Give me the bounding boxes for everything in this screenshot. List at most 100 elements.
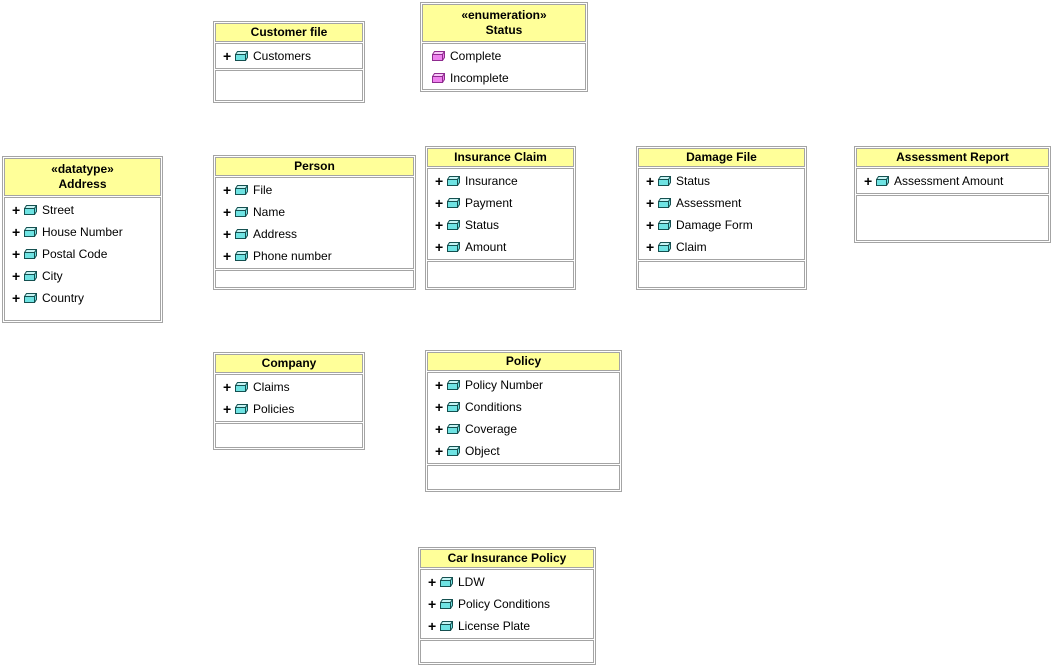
public-visibility-marker: + <box>646 195 655 211</box>
attribute-row[interactable]: + Address <box>223 223 409 245</box>
class-header[interactable]: Policy <box>427 352 620 371</box>
class-header[interactable]: Company <box>215 354 363 373</box>
operations-compartment[interactable] <box>215 423 363 448</box>
attribute-icon <box>235 51 248 61</box>
attribute-row[interactable]: + License Plate <box>428 615 589 637</box>
attribute-icon <box>235 185 248 195</box>
attribute-row[interactable]: + Coverage <box>435 418 615 440</box>
operations-compartment[interactable] <box>420 640 594 663</box>
uml-class-damage-file[interactable]: Damage File + Status + Assessment + Dama… <box>636 146 807 290</box>
attributes-compartment[interactable]: + Street + House Number + Postal Code + … <box>4 197 161 321</box>
class-name: Policy <box>505 354 542 368</box>
attributes-compartment[interactable]: + File + Name + Address + Phone number <box>215 177 414 269</box>
attribute-label: Insurance <box>465 173 518 188</box>
attribute-row[interactable]: + Name <box>223 201 409 223</box>
attribute-row[interactable]: + File <box>223 179 409 201</box>
attribute-row[interactable]: + Amount <box>435 236 569 258</box>
attribute-icon <box>24 271 37 281</box>
attributes-compartment[interactable]: + LDW + Policy Conditions + License Plat… <box>420 569 594 639</box>
attribute-row[interactable]: + Status <box>646 170 800 192</box>
uml-class-insurance-claim[interactable]: Insurance Claim + Insurance + Payment + … <box>425 146 576 290</box>
uml-class-policy[interactable]: Policy + Policy Number + Conditions + Co… <box>425 350 622 492</box>
attribute-icon <box>24 205 37 215</box>
uml-class-assessment-report[interactable]: Assessment Report + Assessment Amount <box>854 146 1051 243</box>
uml-class-address[interactable]: «datatype» Address + Street + House Numb… <box>2 156 163 323</box>
uml-class-customer-file[interactable]: Customer file + Customers <box>213 21 365 103</box>
attribute-row[interactable]: + Street <box>12 199 156 221</box>
attribute-row[interactable]: + LDW <box>428 571 589 593</box>
attribute-row[interactable]: + Object <box>435 440 615 462</box>
enum-literal-label: Complete <box>450 48 502 63</box>
attribute-label: Claim <box>676 239 707 254</box>
attribute-icon <box>447 380 460 390</box>
public-visibility-marker: + <box>223 204 232 220</box>
attribute-icon <box>235 207 248 217</box>
class-header[interactable]: Insurance Claim <box>427 148 574 167</box>
class-header[interactable]: Damage File <box>638 148 805 167</box>
attribute-row[interactable]: + Payment <box>435 192 569 214</box>
class-header[interactable]: Person <box>215 157 414 176</box>
uml-class-status[interactable]: «enumeration» Status Complete Incomplete <box>420 2 588 92</box>
attributes-compartment[interactable]: + Status + Assessment + Damage Form + Cl… <box>638 168 805 260</box>
attribute-row[interactable]: + Policies <box>223 398 358 420</box>
attribute-row[interactable]: + Country <box>12 287 156 309</box>
uml-class-person[interactable]: Person + File + Name + Address + Phone n… <box>213 155 416 290</box>
attribute-row[interactable]: + Claims <box>223 376 358 398</box>
attribute-icon <box>876 176 889 186</box>
attribute-row[interactable]: + Policy Number <box>435 374 615 396</box>
attribute-row[interactable]: + Customers <box>223 45 358 67</box>
attribute-label: Assessment Amount <box>894 173 1004 188</box>
public-visibility-marker: + <box>428 574 437 590</box>
attribute-row[interactable]: + Damage Form <box>646 214 800 236</box>
attribute-icon <box>447 446 460 456</box>
attribute-row[interactable]: + City <box>12 265 156 287</box>
operations-compartment[interactable] <box>427 465 620 490</box>
attributes-compartment[interactable]: + Insurance + Payment + Status + Amount <box>427 168 574 260</box>
uml-class-company[interactable]: Company + Claims + Policies <box>213 352 365 450</box>
operations-compartment[interactable] <box>215 70 363 101</box>
attributes-compartment[interactable]: + Claims + Policies <box>215 374 363 422</box>
class-header[interactable]: «enumeration» Status <box>422 4 586 42</box>
attribute-row[interactable]: + Assessment <box>646 192 800 214</box>
public-visibility-marker: + <box>223 48 232 64</box>
public-visibility-marker: + <box>12 224 21 240</box>
class-header[interactable]: Assessment Report <box>856 148 1049 167</box>
operations-compartment[interactable] <box>856 195 1049 241</box>
operations-compartment[interactable] <box>215 270 414 288</box>
uml-class-car-insurance-policy[interactable]: Car Insurance Policy + LDW + Policy Cond… <box>418 547 596 665</box>
attribute-label: Amount <box>465 239 507 254</box>
class-name: Customer file <box>250 25 328 39</box>
attribute-row[interactable]: + Phone number <box>223 245 409 267</box>
enum-literal-row[interactable]: Complete <box>430 45 581 67</box>
public-visibility-marker: + <box>864 173 873 189</box>
attribute-icon <box>24 227 37 237</box>
class-header[interactable]: «datatype» Address <box>4 158 161 196</box>
attribute-row[interactable]: + Conditions <box>435 396 615 418</box>
attributes-compartment[interactable]: + Policy Number + Conditions + Coverage … <box>427 372 620 464</box>
attribute-row[interactable]: + Status <box>435 214 569 236</box>
attribute-label: Postal Code <box>42 246 108 261</box>
attribute-icon <box>235 382 248 392</box>
attribute-label: License Plate <box>458 618 531 633</box>
attributes-compartment[interactable]: + Assessment Amount <box>856 168 1049 194</box>
attribute-row[interactable]: + Claim <box>646 236 800 258</box>
enum-literals-compartment[interactable]: Complete Incomplete <box>422 43 586 90</box>
class-name: Car Insurance Policy <box>447 551 567 565</box>
public-visibility-marker: + <box>646 239 655 255</box>
attribute-row[interactable]: + Insurance <box>435 170 569 192</box>
attribute-row[interactable]: + House Number <box>12 221 156 243</box>
enum-literal-row[interactable]: Incomplete <box>430 67 581 89</box>
attribute-icon <box>235 404 248 414</box>
attribute-row[interactable]: + Policy Conditions <box>428 593 589 615</box>
attribute-label: Customers <box>253 48 312 63</box>
class-header[interactable]: Car Insurance Policy <box>420 549 594 568</box>
operations-compartment[interactable] <box>638 261 805 288</box>
attributes-compartment[interactable]: + Customers <box>215 43 363 69</box>
operations-compartment[interactable] <box>427 261 574 288</box>
attribute-row[interactable]: + Postal Code <box>12 243 156 265</box>
public-visibility-marker: + <box>435 399 444 415</box>
public-visibility-marker: + <box>435 377 444 393</box>
class-header[interactable]: Customer file <box>215 23 363 42</box>
attribute-row[interactable]: + Assessment Amount <box>864 170 1044 192</box>
